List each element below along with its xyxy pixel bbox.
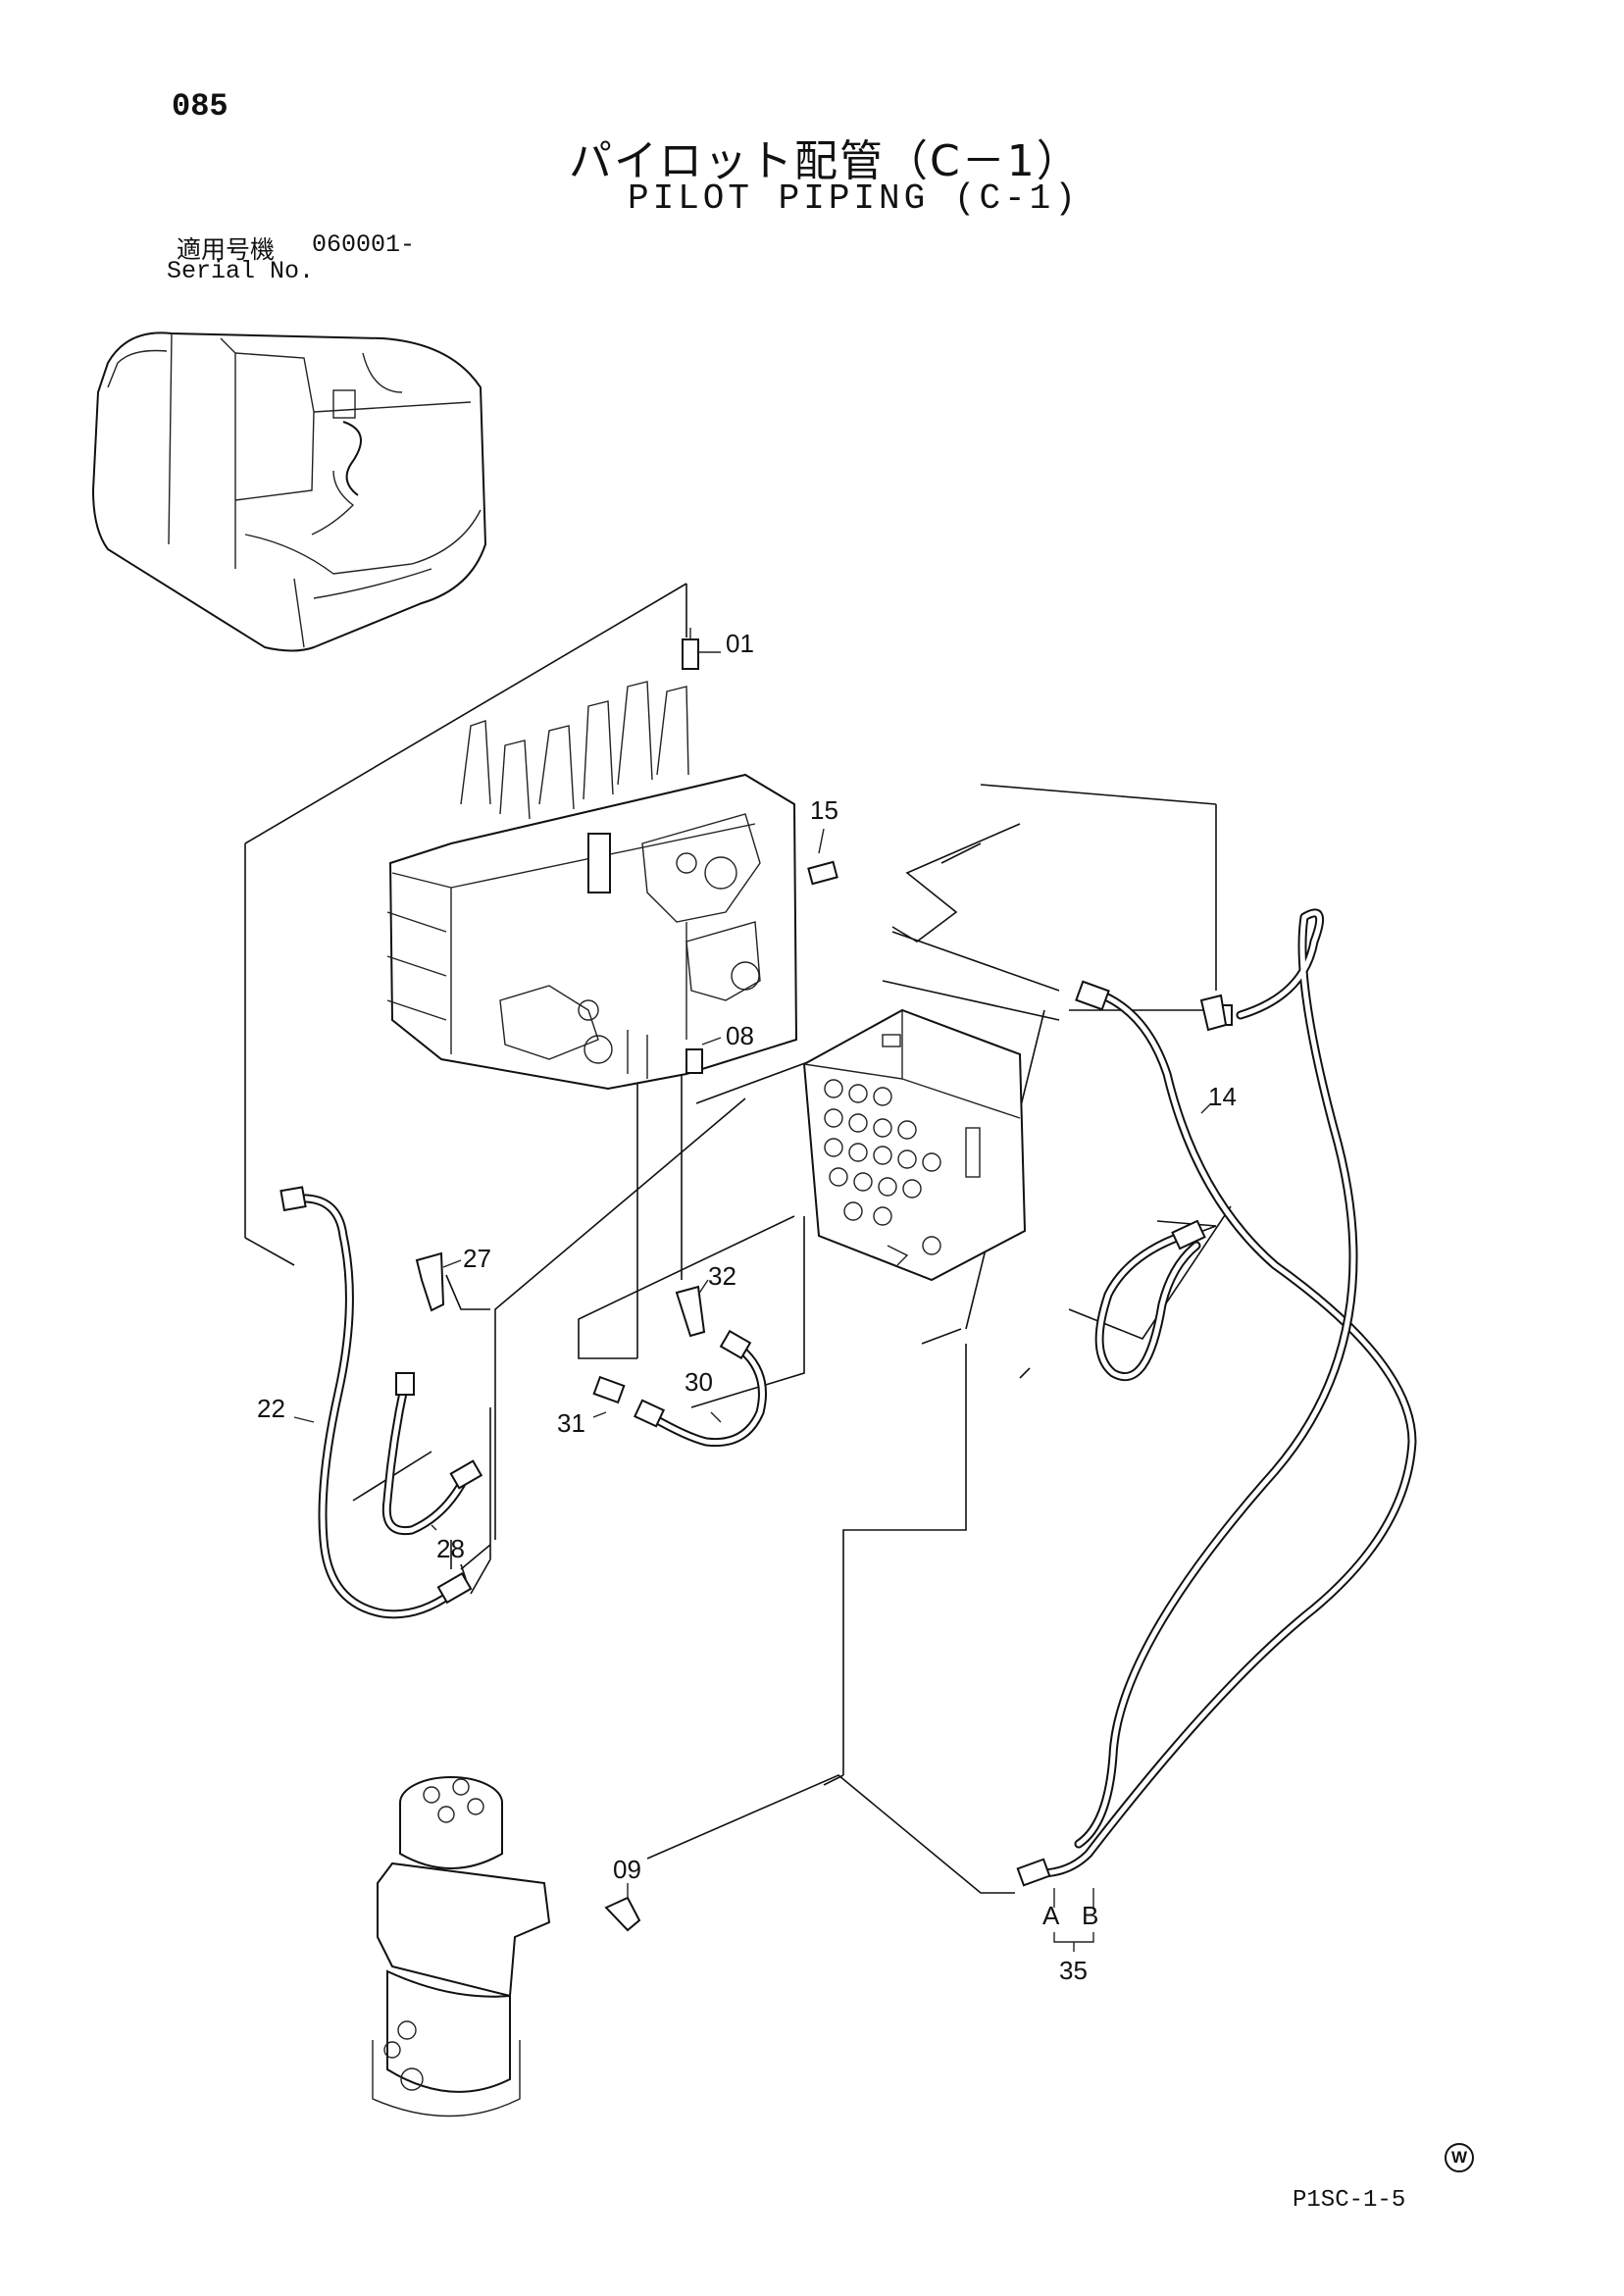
hose-35 <box>1016 980 1417 1887</box>
callout-28: 28 <box>436 1534 465 1563</box>
callout-08: 08 <box>726 1021 754 1050</box>
hose-22 <box>279 1186 473 1619</box>
callout-35: 35 <box>1059 1956 1088 1985</box>
fitting-31 <box>592 1375 626 1404</box>
fitting-32 <box>675 1285 706 1338</box>
callout-B: B <box>1082 1901 1098 1930</box>
control-valve <box>386 681 798 1091</box>
excavator-thumbnail <box>91 332 487 652</box>
hose-28 <box>381 1372 483 1536</box>
leader-lines <box>293 651 1212 1952</box>
callout-31: 31 <box>557 1408 585 1438</box>
callout-09: 09 <box>613 1855 641 1884</box>
callout-15: 15 <box>810 795 838 825</box>
w-mark: W <box>1445 2143 1474 2172</box>
fitting-upper-right <box>1199 994 1228 1032</box>
serial-label-english: Serial No. <box>167 257 315 285</box>
title-japanese: パイロット配管（C－1） <box>569 136 1082 186</box>
fitting-27 <box>415 1251 445 1312</box>
callout-32: 32 <box>708 1261 736 1291</box>
callout-14: 14 <box>1208 1082 1237 1111</box>
callout-27: 27 <box>463 1244 491 1273</box>
callout-30: 30 <box>685 1367 713 1397</box>
fitting-01 <box>682 628 699 670</box>
callout-01: 01 <box>726 629 754 658</box>
fitting-09 <box>604 1896 641 1932</box>
callout-22: 22 <box>257 1394 285 1423</box>
hose-14 <box>1094 1219 1206 1382</box>
center-joint <box>372 1776 551 2117</box>
fitting-08 <box>685 1048 703 1074</box>
serial-label-japanese: 適用号機 <box>177 235 276 264</box>
title-english: PILOT PIPING (C-1) <box>628 179 1080 219</box>
page-number: 085 <box>172 88 228 125</box>
serial-number: 060001- <box>312 230 416 259</box>
pipe-30 <box>633 1329 767 1448</box>
callout-A: A <box>1042 1901 1060 1930</box>
fitting-15 <box>807 860 838 886</box>
callout-labels: 01 15 08 14 27 32 22 30 31 28 09 A B 35 <box>257 629 1237 1985</box>
pilot-valve-block <box>802 1008 1027 1282</box>
drawing-code: P1SC-1-5 <box>1293 2187 1406 2214</box>
